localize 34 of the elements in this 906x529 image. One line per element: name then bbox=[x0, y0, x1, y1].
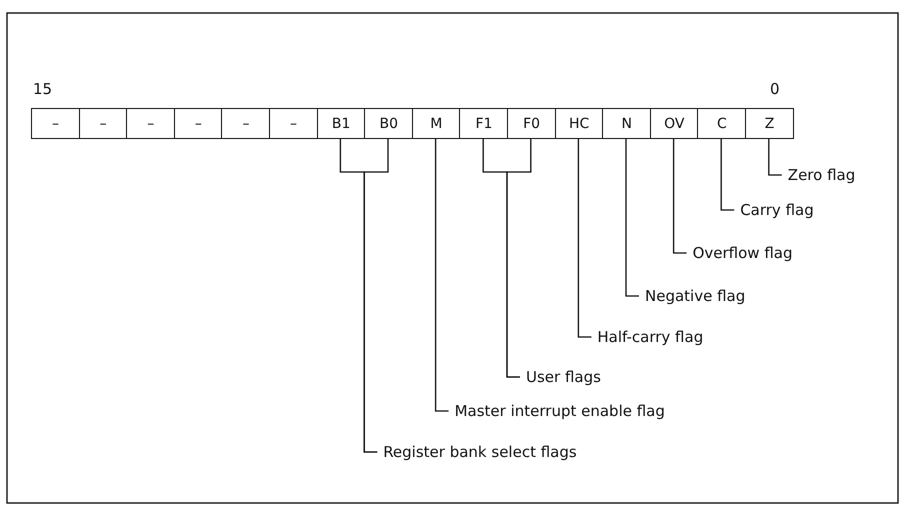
leader-line bbox=[364, 139, 389, 453]
register-bit-cell: F1 bbox=[459, 108, 508, 139]
register-bit-cell: N bbox=[602, 108, 652, 139]
bit-number: 15 bbox=[33, 80, 52, 98]
flag-label: Overflow flag bbox=[692, 244, 792, 262]
flag-label: Carry flag bbox=[740, 201, 814, 219]
flag-label: Register bank select flags bbox=[383, 443, 577, 461]
register-bit-cell: B0 bbox=[364, 108, 414, 139]
register-bit-cell: Z bbox=[745, 108, 794, 139]
register-bit-cell: F0 bbox=[507, 108, 556, 139]
register-bit-cell: M bbox=[412, 108, 461, 139]
flag-label: Half-carry flag bbox=[597, 328, 704, 346]
register-bit-cell: – bbox=[78, 108, 128, 139]
register-bit-cell: – bbox=[126, 108, 176, 139]
leader-line bbox=[625, 139, 639, 297]
flag-label: User flags bbox=[526, 368, 601, 386]
leader-line bbox=[506, 139, 532, 378]
register-bit-cell: – bbox=[174, 108, 223, 139]
register-bit-cell: OV bbox=[650, 108, 699, 139]
leader-line bbox=[768, 139, 782, 176]
flag-label: Negative flag bbox=[645, 287, 746, 305]
bit-number: 0 bbox=[770, 80, 780, 98]
leader-line bbox=[578, 139, 592, 338]
leader-line bbox=[672, 139, 687, 254]
register-bit-cell: C bbox=[697, 108, 746, 139]
leader-line bbox=[434, 139, 449, 412]
register-bit-cell: HC bbox=[554, 108, 604, 139]
flag-label: Zero flag bbox=[788, 166, 856, 184]
register-bit-cell: – bbox=[31, 108, 80, 139]
register-bit-cell: – bbox=[269, 108, 318, 139]
leader-line bbox=[720, 139, 734, 211]
flag-label: Master interrupt enable flag bbox=[454, 402, 665, 420]
register-bit-cell: B1 bbox=[316, 108, 366, 139]
register-bit-cell: – bbox=[221, 108, 270, 139]
